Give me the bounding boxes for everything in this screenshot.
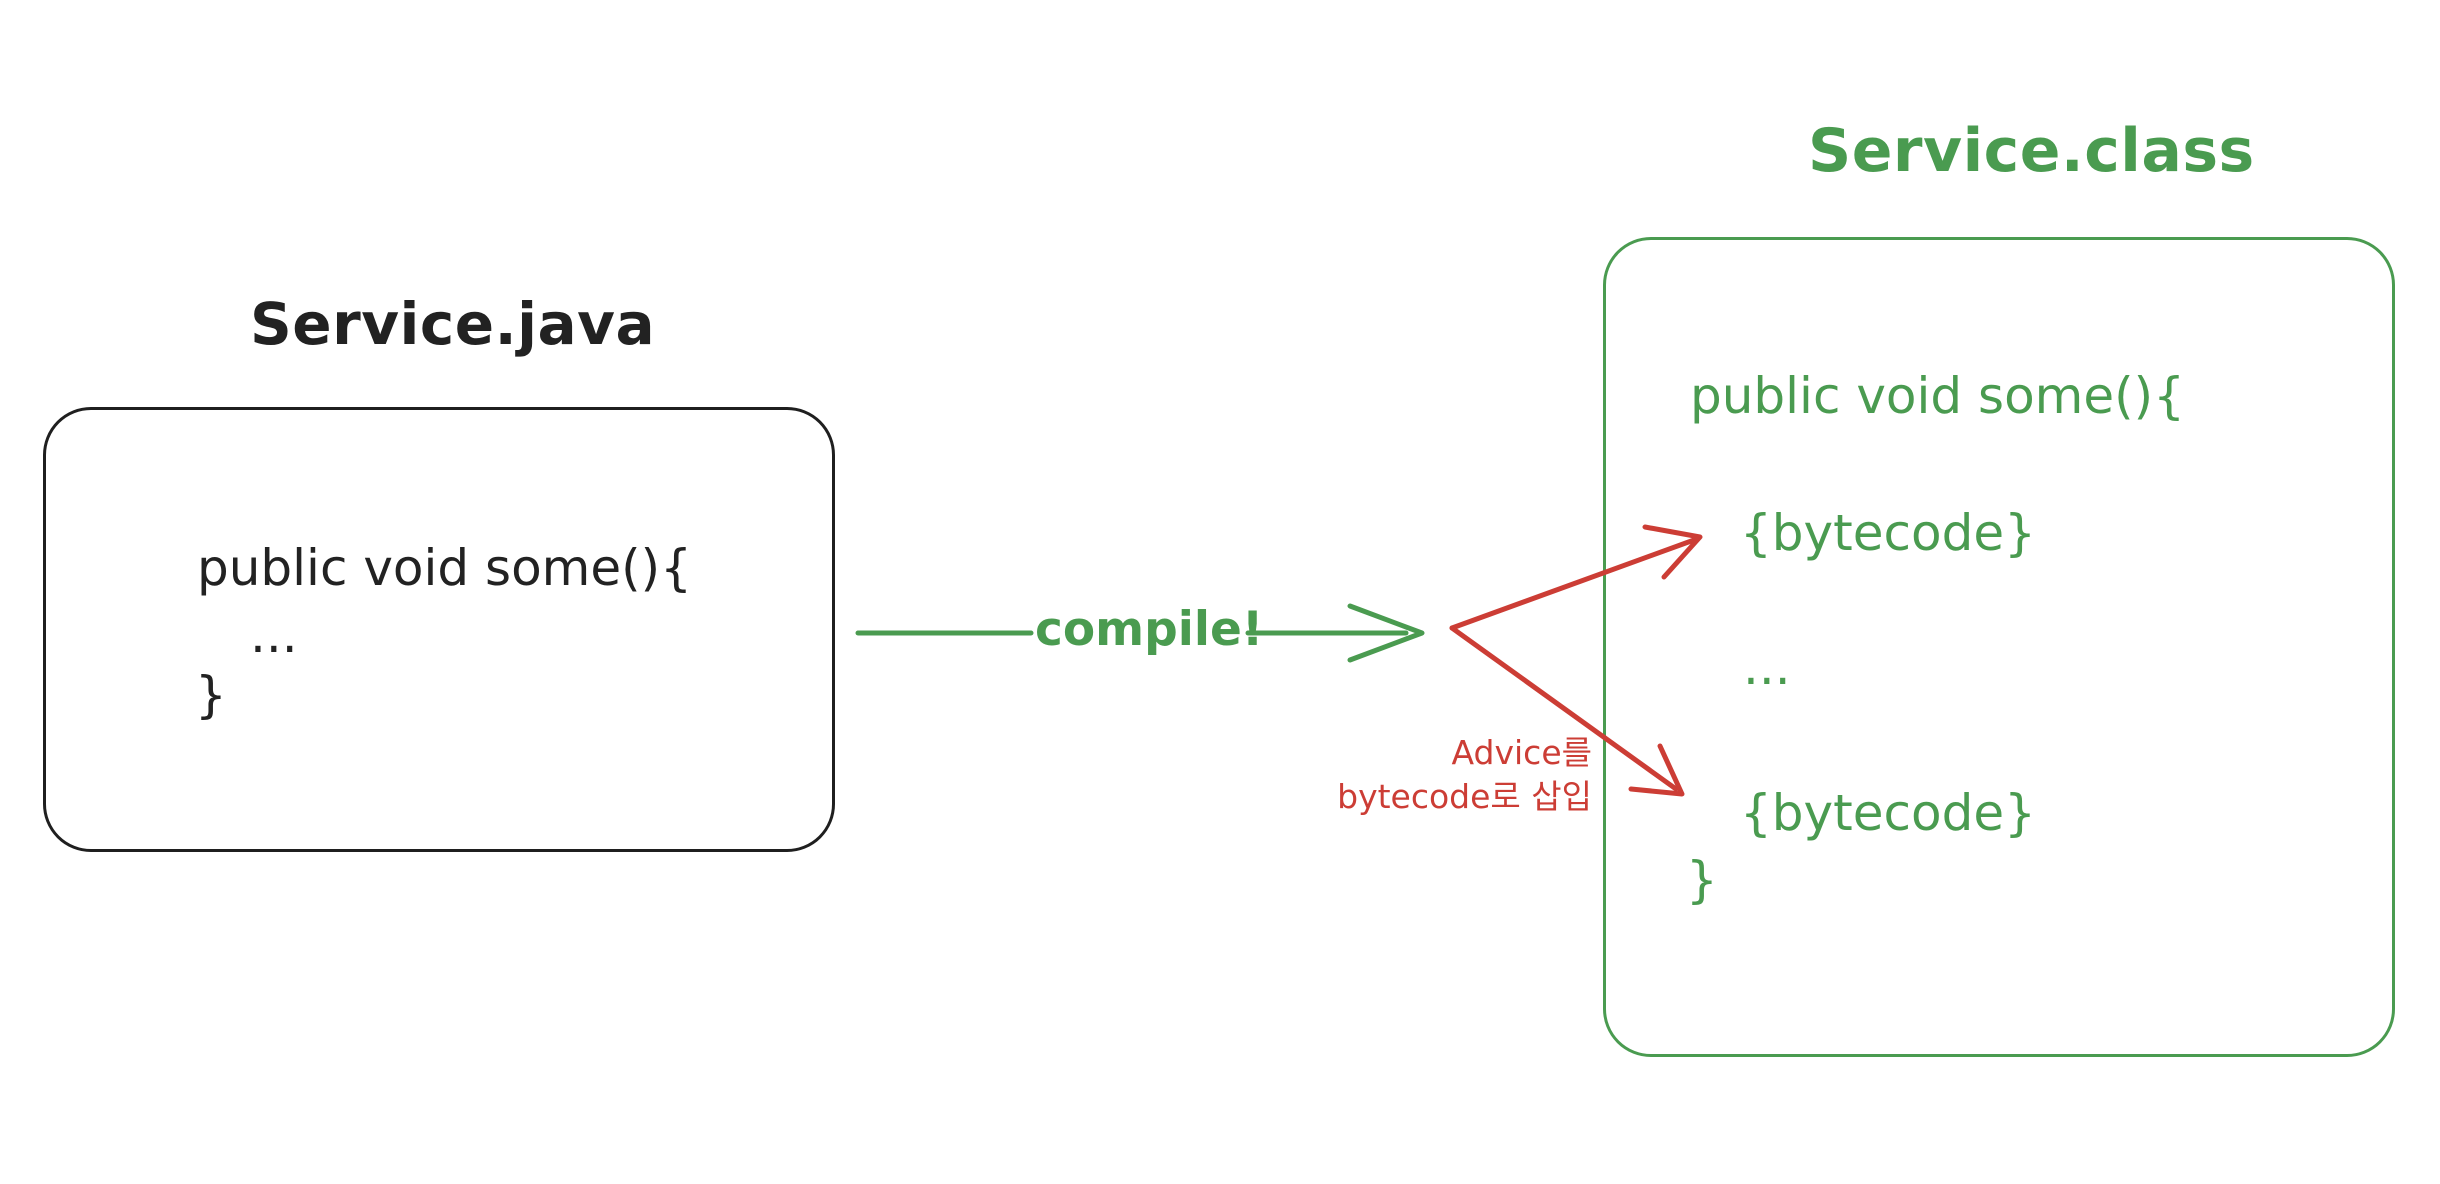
code-line: } <box>1686 851 1718 909</box>
source-file-title: Service.java <box>250 290 656 358</box>
advice-note-line2: bytecode로 삽입 <box>1337 777 1592 816</box>
source-file-box <box>43 407 835 852</box>
arrowhead-right-icon <box>1347 603 1425 663</box>
code-line: ... <box>1743 638 1791 696</box>
code-line: } <box>195 666 227 724</box>
advice-note-line1: Advice를 <box>1451 733 1592 772</box>
code-line: public void some(){ <box>1690 367 2185 425</box>
compile-label: compile! <box>1035 602 1264 657</box>
class-file-title: Service.class <box>1808 116 2255 186</box>
class-file-box <box>1603 237 2395 1057</box>
code-line: public void some(){ <box>197 539 692 597</box>
code-line: ... <box>250 606 298 664</box>
code-line-bytecode: {bytecode} <box>1740 784 2036 842</box>
advice-note: Advice를 bytecode로 삽입 <box>1337 731 1592 819</box>
code-line-bytecode: {bytecode} <box>1740 504 2036 562</box>
